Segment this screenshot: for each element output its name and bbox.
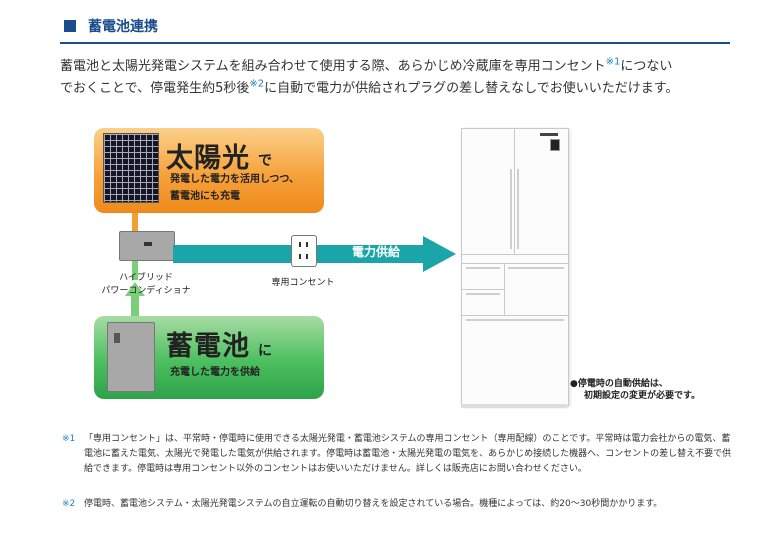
refrigerator-base — [461, 404, 567, 408]
charge-up-arrow-icon — [125, 282, 145, 296]
brand-logo — [540, 133, 558, 136]
intro-text-3: でおくことで、停電発生約5秒後 — [60, 81, 250, 96]
solar-panel-icon — [103, 133, 159, 203]
outlet-icon — [291, 235, 317, 267]
heading-square-icon — [64, 20, 76, 32]
battery-description: 充電した電力を供給 — [170, 367, 260, 378]
solar-desc-line-2: 蓄電池にも充電 — [170, 191, 240, 202]
section-title: 蓄電池連携 — [88, 19, 158, 35]
indicator-light — [144, 242, 152, 246]
footnote-2-text: 停電時、蓄電池システム・太陽光発電システムの自立運転の自動切り替えを設定されてい… — [84, 499, 663, 509]
outlet-label: 専用コンセント — [271, 278, 335, 288]
intro-text-4: に自動で電力が供給されプラグの差し替えなしでお使いいただけます。 — [264, 81, 679, 96]
section-heading: 蓄電池連携 — [60, 16, 730, 44]
solar-wire — [132, 213, 138, 231]
power-conditioner-icon — [119, 231, 175, 261]
control-display — [550, 139, 560, 151]
footnote-2-mark: ※2 — [62, 499, 76, 509]
solar-description: 発電した電力を活用しつつ、 蓄電池にも充電 — [170, 171, 299, 205]
pcs-label: ハイブリッド パワーコンディショナ — [86, 272, 206, 298]
intro-text-2: につない — [620, 59, 673, 74]
cabinet-slot — [114, 333, 120, 343]
note-line-2: 初期設定の変更が必要です。 — [584, 391, 701, 401]
intro-paragraph: 蓄電池と太陽光発電システムを組み合わせて使用する際、あらかじめ冷蔵庫を専用コンセ… — [60, 56, 740, 100]
footnote-1-text: 「専用コンセント」は、平常時・停電時に使用できる太陽光発電・蓄電池システムの専用… — [84, 434, 732, 474]
solar-desc-line-1: 発電した電力を活用しつつ、 — [170, 174, 299, 185]
solar-title: 太陽光 — [166, 143, 250, 174]
battery-wire-lower — [131, 296, 139, 316]
refrigerator-icon — [461, 128, 569, 406]
footnote-1: ※1 「専用コンセント」は、平常時・停電時に使用できる太陽光発電・蓄電池システム… — [62, 432, 736, 477]
battery-title: 蓄電池 — [166, 331, 250, 362]
footnote-2: ※2 停電時、蓄電池システム・太陽光発電システムの自立運転の自動切り替えを設定さ… — [62, 497, 736, 512]
battery-particle: に — [258, 343, 272, 359]
footnote-1-mark: ※1 — [62, 434, 76, 444]
battery-wire — [132, 258, 138, 280]
footnote-ref-2[interactable]: ※2 — [249, 78, 265, 90]
battery-cabinet-icon — [107, 322, 155, 392]
power-supply-label: 電力供給 — [352, 245, 401, 259]
footnote-ref-1[interactable]: ※1 — [605, 56, 621, 68]
pcs-label-line-2: パワーコンディショナ — [101, 286, 191, 296]
pcs-label-line-1: ハイブリッド — [119, 273, 173, 283]
intro-text-1: 蓄電池と太陽光発電システムを組み合わせて使用する際、あらかじめ冷蔵庫を専用コンセ… — [60, 59, 606, 74]
solar-particle: で — [258, 153, 272, 169]
note-line-1: ●停電時の自動供給は、 — [570, 379, 668, 389]
auto-supply-note: ●停電時の自動供給は、 初期設定の変更が必要です。 — [570, 378, 700, 402]
